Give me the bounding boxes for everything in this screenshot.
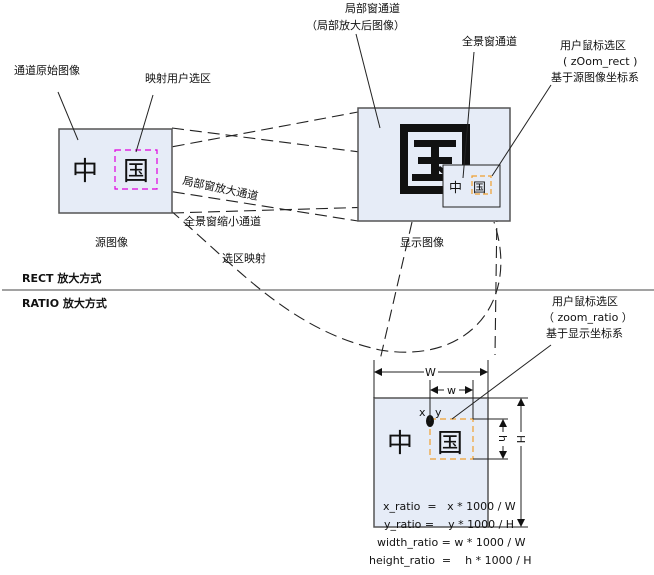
mouse-selection-line3: 基于源图像坐标系 <box>551 70 639 84</box>
formula-height-ratio: height_ratio = h * 1000 / H <box>369 554 532 567</box>
zoom-ratio-line1: 用户鼠标选区 <box>552 294 618 308</box>
panorama-shrink-path-label: 全景窗缩小通道 <box>184 214 261 228</box>
selection-mapping-label: 选区映射 <box>222 251 266 265</box>
source-char-guo: 国 <box>123 157 149 187</box>
formula-y-ratio: y_ratio = y * 1000 / H <box>384 518 514 531</box>
display-image-caption: 显示图像 <box>400 236 444 249</box>
panorama-char-zhong: 中 <box>449 181 462 196</box>
formula-x-ratio: x_ratio = x * 1000 / W <box>383 500 516 513</box>
zoom-ratio-line2: （ zoom_ratio ） <box>543 311 633 324</box>
y-label: y <box>435 406 442 419</box>
panorama-char-guo: 国 <box>473 181 486 196</box>
source-char-zhong: 中 <box>72 157 98 187</box>
width-w-label: w <box>447 384 456 397</box>
height-H-label: H <box>514 435 527 443</box>
ratio-char-zhong: 中 <box>387 429 413 459</box>
dimension-lines <box>373 360 528 528</box>
zoom-ratio-selection <box>429 418 474 460</box>
source-channel-label: 通道原始图像 <box>14 63 80 77</box>
formula-width-ratio: width_ratio = w * 1000 / W <box>377 536 526 549</box>
ratio-mode-label: RATIO 放大方式 <box>22 296 107 310</box>
local-window-title: 局部窗通道 <box>345 1 400 15</box>
mouse-selection-line2: ( zOom_rect ) <box>563 55 637 68</box>
local-zoom-path-label: 局部窗放大通道 <box>181 173 259 203</box>
x-label: x <box>419 406 426 419</box>
zoom-ratio-line3: 基于显示坐标系 <box>546 326 623 340</box>
panorama-label: 全景窗通道 <box>462 34 517 48</box>
zoom-rect-selection <box>471 175 492 195</box>
mapped-selection-label: 映射用户选区 <box>145 71 211 85</box>
local-window-subtitle: （局部放大后图像） <box>306 18 405 32</box>
ratio-char-guo: 国 <box>437 429 463 459</box>
width-W-label: W <box>425 366 436 379</box>
mouse-selection-line1: 用户鼠标选区 <box>560 38 626 52</box>
rect-mode-label: RECT 放大方式 <box>22 271 101 285</box>
height-h-label: h <box>496 435 509 442</box>
source-image-caption: 源图像 <box>95 235 128 249</box>
mapped-selection-rect <box>114 149 158 190</box>
